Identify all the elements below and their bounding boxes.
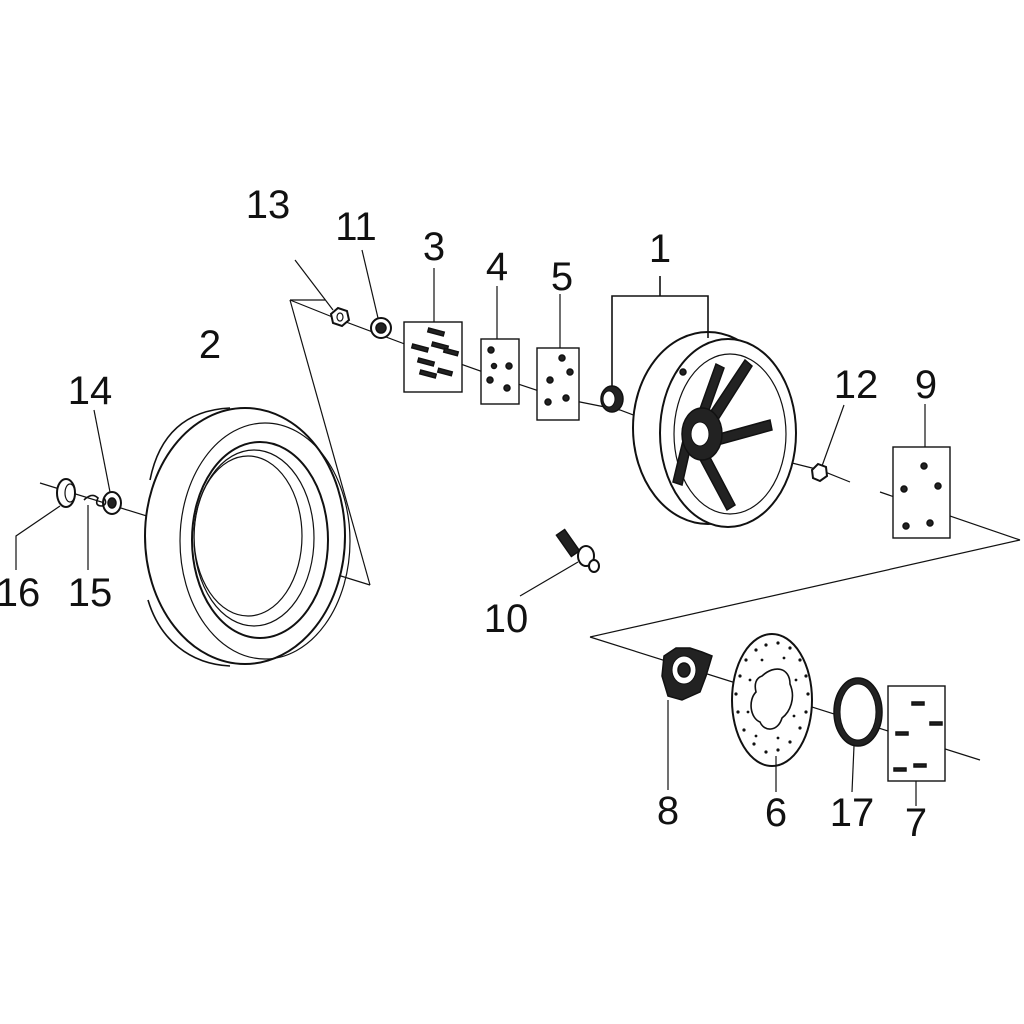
callout-2: 2 xyxy=(199,323,221,367)
part-16-seal xyxy=(15,478,76,570)
part-8-hub-carrier xyxy=(661,647,713,790)
part-15-clip xyxy=(83,494,107,570)
callout-1: 1 xyxy=(649,227,671,271)
rim-bearing xyxy=(600,385,624,413)
part-5-box xyxy=(536,294,580,421)
callout-6: 6 xyxy=(765,791,787,835)
callout-3: 3 xyxy=(423,225,445,269)
callout-13: 13 xyxy=(246,183,291,227)
part-6-brake-disc xyxy=(731,633,813,792)
callout-11: 11 xyxy=(335,205,377,249)
leader-1 xyxy=(611,276,709,392)
callout-17: 17 xyxy=(830,791,875,835)
part-3-bolts-box xyxy=(403,268,463,393)
callout-10: 10 xyxy=(484,597,529,641)
part-11-bearing xyxy=(361,249,392,339)
callout-labels: 1 2 3 4 5 6 7 8 9 10 11 12 13 14 15 16 1… xyxy=(0,183,937,845)
callout-16: 16 xyxy=(0,571,40,615)
part-14-bearing xyxy=(93,409,122,515)
part-10-valve xyxy=(519,528,600,597)
callout-15: 15 xyxy=(68,571,113,615)
callout-8: 8 xyxy=(657,789,679,833)
part-2-tire xyxy=(144,407,351,667)
part-7-bolts-box xyxy=(887,685,946,806)
callout-7: 7 xyxy=(905,801,927,845)
callout-9: 9 xyxy=(915,363,937,407)
part-9-box xyxy=(892,404,951,539)
callout-12: 12 xyxy=(834,363,879,407)
callout-14: 14 xyxy=(68,369,113,413)
callout-5: 5 xyxy=(551,255,573,299)
part-17-ring xyxy=(833,677,883,793)
part-1-wheel-rim xyxy=(632,331,797,528)
part-12-nut xyxy=(810,404,845,483)
part-4-box xyxy=(480,286,520,405)
callout-4: 4 xyxy=(486,245,508,289)
part-13-nut xyxy=(294,259,351,328)
